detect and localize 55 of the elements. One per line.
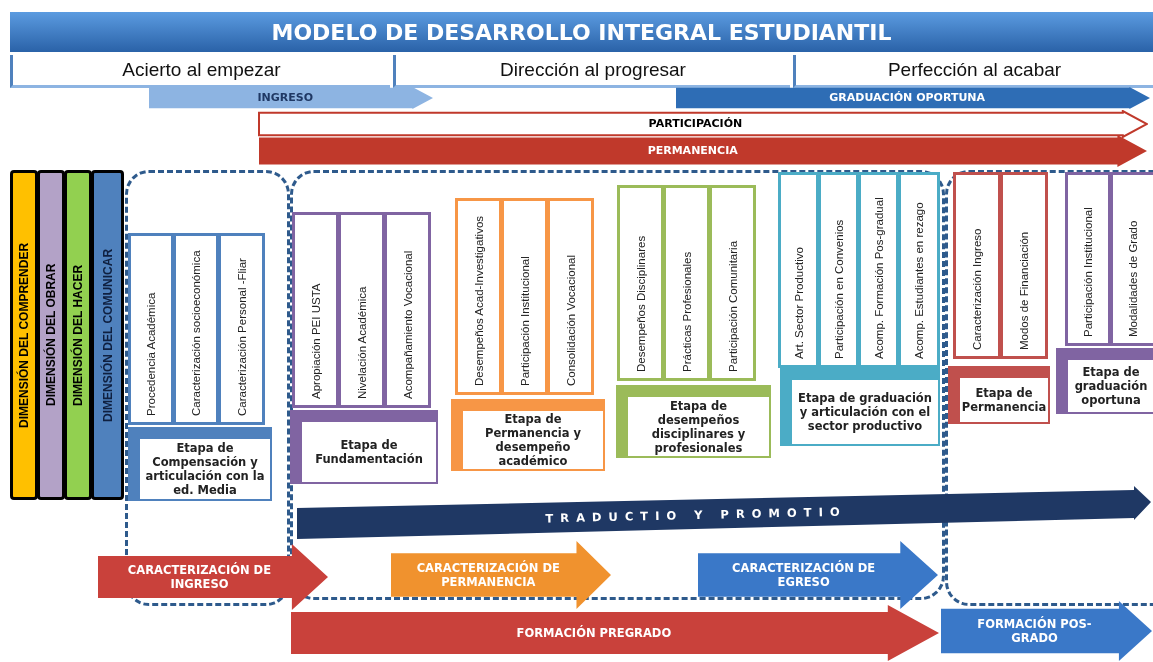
- stage-label: Etapa de Fundamentación: [290, 410, 438, 484]
- category-column: Participación Comunitaria: [709, 185, 756, 381]
- category-column: Acomp. Estudiantes en rezago: [898, 172, 940, 368]
- banner-label: CARACTERIZACIÓN DE INGRESO: [126, 561, 272, 593]
- banner-label: TRADUCTIO Y PROMOTIO: [544, 503, 848, 528]
- category-column: Consolidación Vocacional: [547, 198, 594, 395]
- banner-label: CARACTERIZACIÓN DE PERMANENCIA: [415, 559, 561, 591]
- phase-banner: [697, 540, 939, 610]
- title: MODELO DE DESARROLLO INTEGRAL ESTUDIANTIL: [10, 12, 1153, 52]
- stage-label: Etapa de Permanencia: [948, 366, 1050, 424]
- phase-banner: [675, 86, 1151, 110]
- phase-header: Acierto al empezar: [10, 55, 390, 88]
- stage-label: Etapa de desempeños disciplinares y profesionales: [616, 385, 771, 458]
- category-column: Art. Sector Productivo: [778, 172, 819, 368]
- category-column: Desempeños Acad-Investigativos: [455, 198, 502, 395]
- dimension-bar: DIMENSIÓN DEL OBRAR: [37, 170, 65, 500]
- phase-banner: [940, 600, 1153, 662]
- banner-label: GRADUACIÓN OPORTUNA: [828, 90, 987, 107]
- category-column: Participación Institucional: [1065, 172, 1111, 346]
- category-column: Apropiación PEI USTA: [292, 212, 339, 408]
- stage-label: Etapa de Compensación y articulación con la ed. Media: [128, 427, 272, 501]
- dimension-bar: DIMENSIÓN DEL COMPRENDER: [10, 170, 38, 500]
- banner-label: FORMACIÓN PREGRADO: [515, 624, 673, 642]
- category-column: Caracterización Personal -Fliar: [218, 233, 265, 425]
- phase-banner: [148, 86, 434, 110]
- phase-header: Dirección al progresar: [393, 55, 790, 88]
- banner-label: CARACTERIZACIÓN DE EGRESO: [731, 559, 877, 591]
- banner-label: FORMACIÓN POS- GRADO: [976, 615, 1093, 647]
- category-column: Prácticas Profesionales: [663, 185, 710, 381]
- category-column: Caracterización socioeconómica: [173, 233, 219, 425]
- phase-banner: [258, 134, 1148, 168]
- category-column: Modos de Financiación: [1000, 172, 1048, 359]
- dimension-bar: DIMENSIÓN DEL HACER: [64, 170, 92, 500]
- phase-banner: [296, 486, 1152, 540]
- category-column: Procedencia Académica: [128, 233, 174, 425]
- dimension-bar: DIMENSIÓN DEL COMUNICAR: [91, 170, 124, 500]
- phase-banner: [390, 540, 612, 610]
- category-column: Acomp. Formación Pos-gradual: [858, 172, 899, 368]
- category-column: Caracterización Ingreso: [953, 172, 1001, 359]
- phase-banner: [258, 110, 1148, 138]
- phase-header: Perfección al acabar: [793, 55, 1153, 88]
- category-column: Modalidades de Grado: [1110, 172, 1153, 346]
- category-column: Acompañamiento Vocacional: [384, 212, 431, 408]
- category-column: Participación Institucional: [501, 198, 548, 395]
- banner-label: INGRESO: [256, 90, 314, 107]
- stage-label: Etapa de Permanencia y desempeño académico: [451, 399, 605, 471]
- category-column: Nivelación Académica: [338, 212, 385, 408]
- stage-label: Etapa de graduación oportuna: [1056, 348, 1153, 414]
- category-column: Desempeños Disciplinares: [617, 185, 664, 381]
- stage-label: Etapa de graduación y articulación con el sector productivo: [780, 368, 940, 446]
- phase-banner: [290, 604, 940, 662]
- category-column: Participación en Convenios: [818, 172, 859, 368]
- phase-banner: [97, 543, 329, 611]
- banner-label: PERMANENCIA: [646, 143, 739, 160]
- banner-label: PARTICIPACIÓN: [647, 116, 744, 133]
